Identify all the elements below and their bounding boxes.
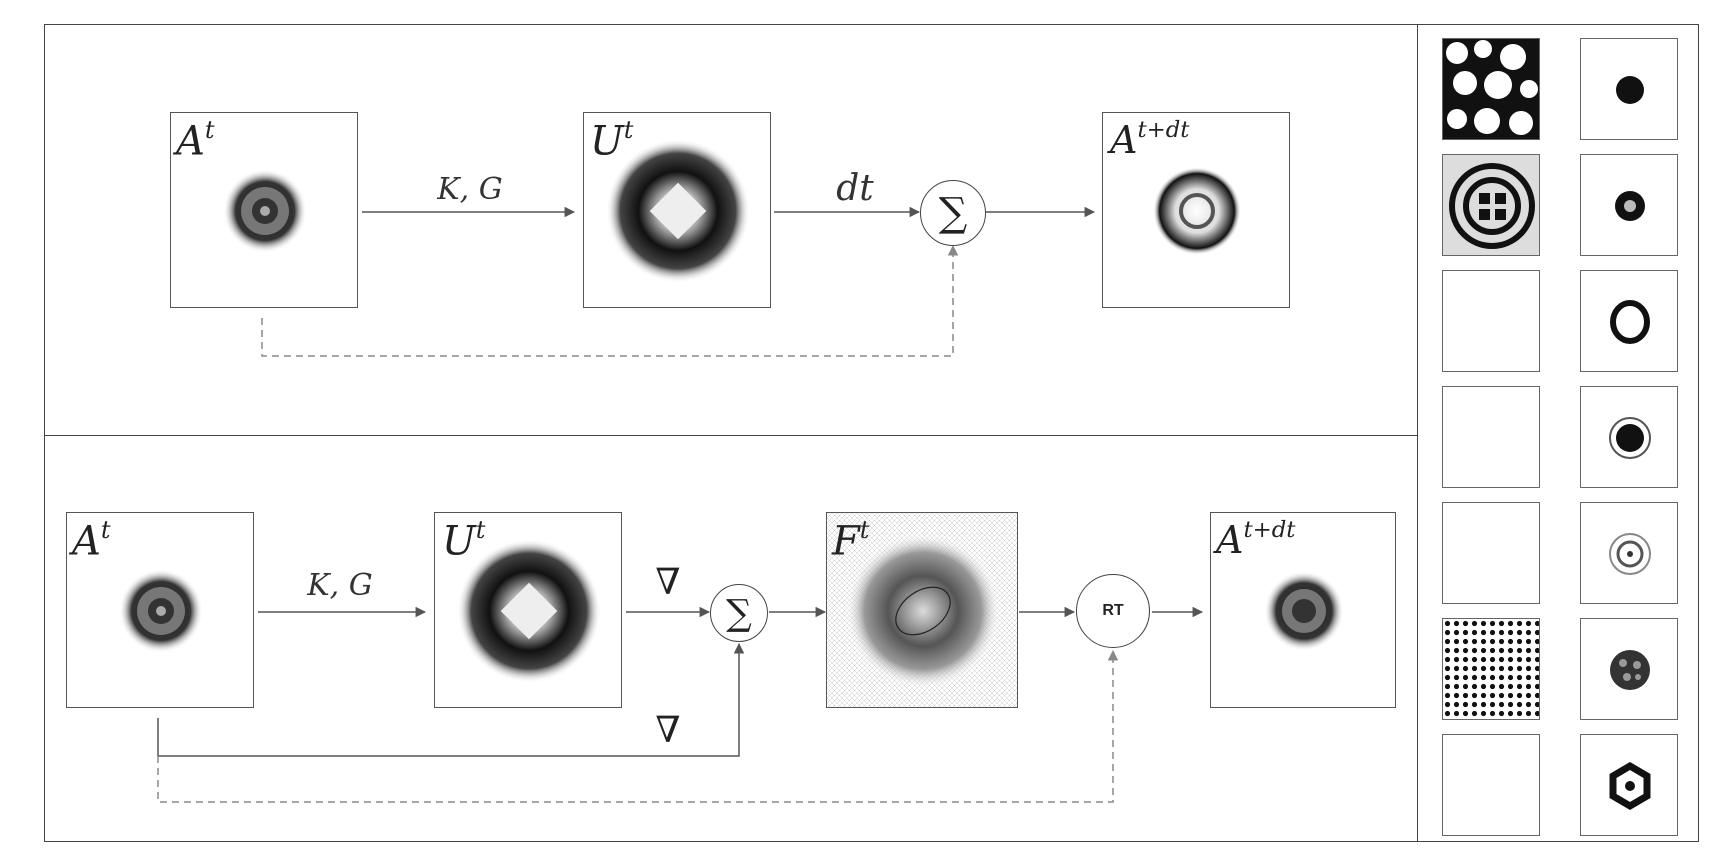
blob-a-bottom [119,569,203,653]
blob-u-top [606,139,750,283]
flow-field-pattern [827,513,1017,707]
blob-out-bottom [1264,571,1344,651]
thumb-concentric [1609,533,1651,575]
side-thumb-left-7 [1442,734,1540,836]
side-thumb-left-1 [1442,38,1540,140]
sum-node-bottom: ∑ [710,584,768,642]
side-thumb-right-3 [1580,270,1678,372]
label-u-bottom: Ut [442,516,486,565]
label-a-top: At [176,116,215,165]
side-thumb-left-5 [1442,502,1540,604]
blob-u-bottom [457,539,601,683]
side-thumb-right-2 [1580,154,1678,256]
label-a-bottom: At [72,516,111,565]
grad-upper-label: ∇ [655,562,681,603]
side-thumb-left-4 [1442,386,1540,488]
side-thumb-left-6 [1442,618,1540,720]
blob-a-top [223,169,307,253]
thumb-spotted-disk [1610,650,1650,690]
blob-out-top [1153,167,1241,255]
side-thumb-left-3 [1442,270,1540,372]
grad-path-bottom [157,642,745,757]
flow-field-bottom [826,512,1018,708]
op-kernel-top: K, G [437,172,503,207]
side-thumb-right-7 [1580,734,1678,836]
side-panel [1417,24,1699,842]
thumb-hex [1609,761,1651,811]
side-thumb-right-1 [1580,38,1678,140]
rt-node-bottom: RT [1076,574,1150,648]
label-u-top: Ut [590,116,634,165]
label-out-bottom: At+dt [1216,517,1296,562]
output-state-bottom [1210,512,1396,708]
side-thumb-right-4 [1580,386,1678,488]
side-thumb-right-6 [1580,618,1678,720]
potential-bottom [434,512,622,708]
thumb-dots-pattern [1443,619,1539,719]
output-state-top [1102,112,1290,308]
thumb-disk-ring [1609,417,1651,459]
grad-lower-label: ∇ [655,710,681,751]
op-dt-top: dt [836,168,874,209]
side-thumb-left-2 [1442,154,1540,256]
thumb-dot [1616,76,1644,104]
op-kernel-bottom: K, G [307,568,373,603]
thumb-ring [1610,300,1650,344]
sum-node-top: ∑ [920,180,986,246]
potential-top [583,112,771,308]
label-f-bottom: Ft [832,516,870,565]
input-state-bottom [66,512,254,708]
input-state-top [170,112,358,308]
thumb-cells-pattern [1443,39,1539,139]
thumb-ring-small [1615,191,1645,221]
side-thumb-right-5 [1580,502,1678,604]
label-out-top: At+dt [1110,117,1190,162]
residual-dashed-top [261,244,959,357]
thumb-lattice-pattern [1443,155,1539,255]
